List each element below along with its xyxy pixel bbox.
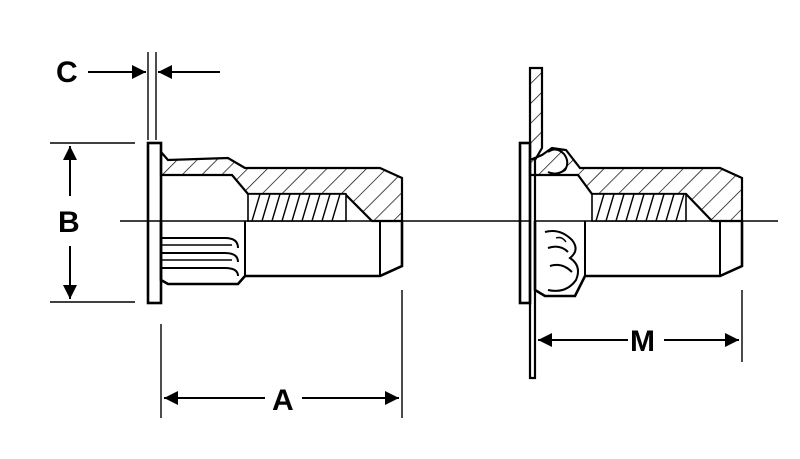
dimension-m: M: [538, 290, 743, 362]
flange-right: [518, 141, 532, 305]
label-b: B: [58, 206, 80, 239]
lower-section-right: [533, 221, 744, 298]
label-a: A: [272, 384, 294, 417]
label-c: C: [56, 56, 78, 89]
collapsed-bulge: [544, 230, 579, 292]
dimension-c: C: [56, 52, 220, 140]
flange-left: [146, 141, 163, 305]
label-m: M: [630, 325, 655, 358]
dimension-a: A: [160, 290, 403, 418]
thread-lines-right: [595, 193, 685, 222]
thread-left: [247, 193, 347, 222]
thread-right: [591, 193, 687, 222]
rivet-nut-installed: [518, 66, 744, 380]
dimension-b: B: [50, 142, 135, 303]
rivet-nut-uninstalled: [146, 141, 404, 305]
knurl-ribs-left: [161, 237, 239, 277]
thread-lines-left: [251, 193, 341, 222]
upper-section-right: [528, 146, 744, 223]
lower-section-left: [159, 221, 404, 286]
